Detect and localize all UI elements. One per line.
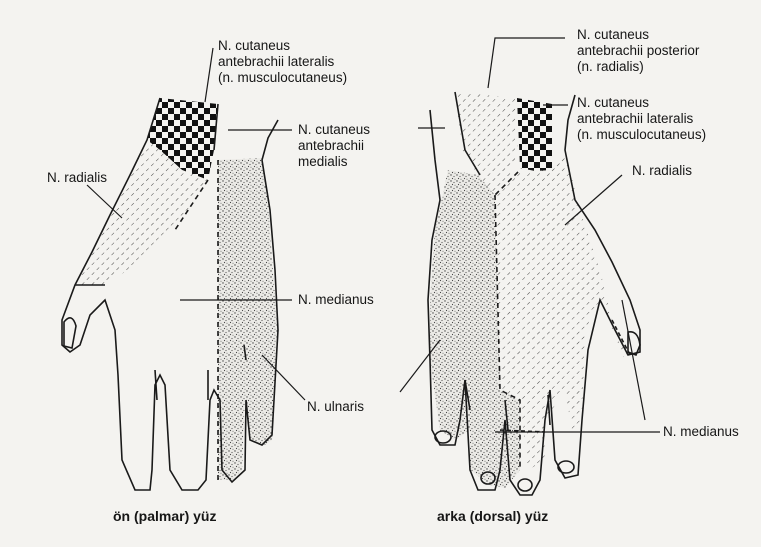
palmar-hand (62, 98, 278, 490)
leader-dorsal-medianus-2 (622, 300, 645, 420)
label-dorsal-cut-lat: N. cutaneus antebrachii lateralis (n. mu… (577, 95, 706, 143)
caption-dorsal: arka (dorsal) yüz (437, 508, 548, 524)
label-palmar-medianus: N. medianus (298, 292, 374, 308)
label-palmar-cut-med: N. cutaneus antebrachii medialis (298, 122, 370, 170)
label-dorsal-cut-post: N. cutaneus antebrachii posterior (n. ra… (577, 27, 699, 75)
label-palmar-ulnaris: N. ulnaris (307, 399, 364, 415)
leader-palmar-cut-lat (205, 48, 213, 102)
dorsal-musculocutaneous-region (517, 98, 552, 172)
leader-dorsal-cut-post (488, 38, 565, 88)
label-palmar-cut-lat: N. cutaneus antebrachii lateralis (n. mu… (218, 38, 347, 86)
caption-palmar: ön (palmar) yüz (113, 508, 216, 524)
dorsal-hand (428, 92, 640, 495)
label-dorsal-radialis: N. radialis (632, 163, 692, 179)
label-palmar-radialis: N. radialis (47, 170, 107, 186)
label-dorsal-medianus: N. medianus (663, 424, 739, 440)
